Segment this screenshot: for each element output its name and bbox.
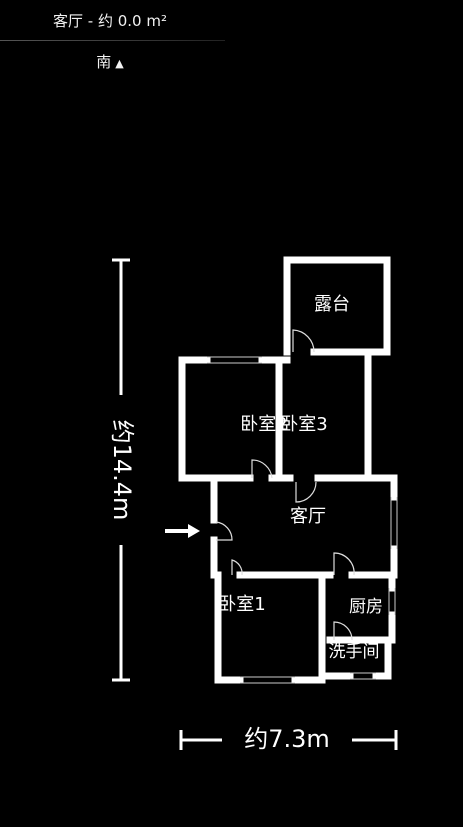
width-dimension bbox=[179, 730, 398, 750]
room-label-kitchen[interactable]: 厨房 bbox=[349, 597, 383, 617]
width-dimension-label: 约7.3m bbox=[244, 725, 330, 753]
page-title: 客厅 - 约 0.0 m² bbox=[53, 12, 167, 30]
header-divider bbox=[0, 40, 225, 41]
doors bbox=[215, 329, 355, 641]
room-label-bathroom[interactable]: 洗手间 bbox=[329, 642, 380, 662]
north-arrow-icon: ▲ bbox=[115, 57, 124, 70]
height-dimension bbox=[112, 258, 130, 682]
header: 客厅 - 约 0.0 m² 南▲ bbox=[0, 0, 463, 80]
room-label-bedroom2[interactable]: 卧室2 bbox=[240, 414, 287, 435]
height-dimension-label: 约14.4m bbox=[108, 420, 136, 521]
windows bbox=[207, 356, 398, 684]
entrance-arrow-icon bbox=[165, 524, 200, 538]
room-label-bedroom3[interactable]: 卧室3 bbox=[280, 414, 327, 435]
orientation-label: 南 bbox=[96, 53, 112, 71]
walls bbox=[178, 256, 398, 684]
room-label-balcony[interactable]: 露台 bbox=[314, 294, 350, 315]
room-label-living[interactable]: 客厅 bbox=[290, 506, 326, 527]
room-label-bedroom1[interactable]: 卧室1 bbox=[218, 594, 265, 615]
orientation-indicator[interactable]: 南▲ bbox=[0, 51, 220, 72]
